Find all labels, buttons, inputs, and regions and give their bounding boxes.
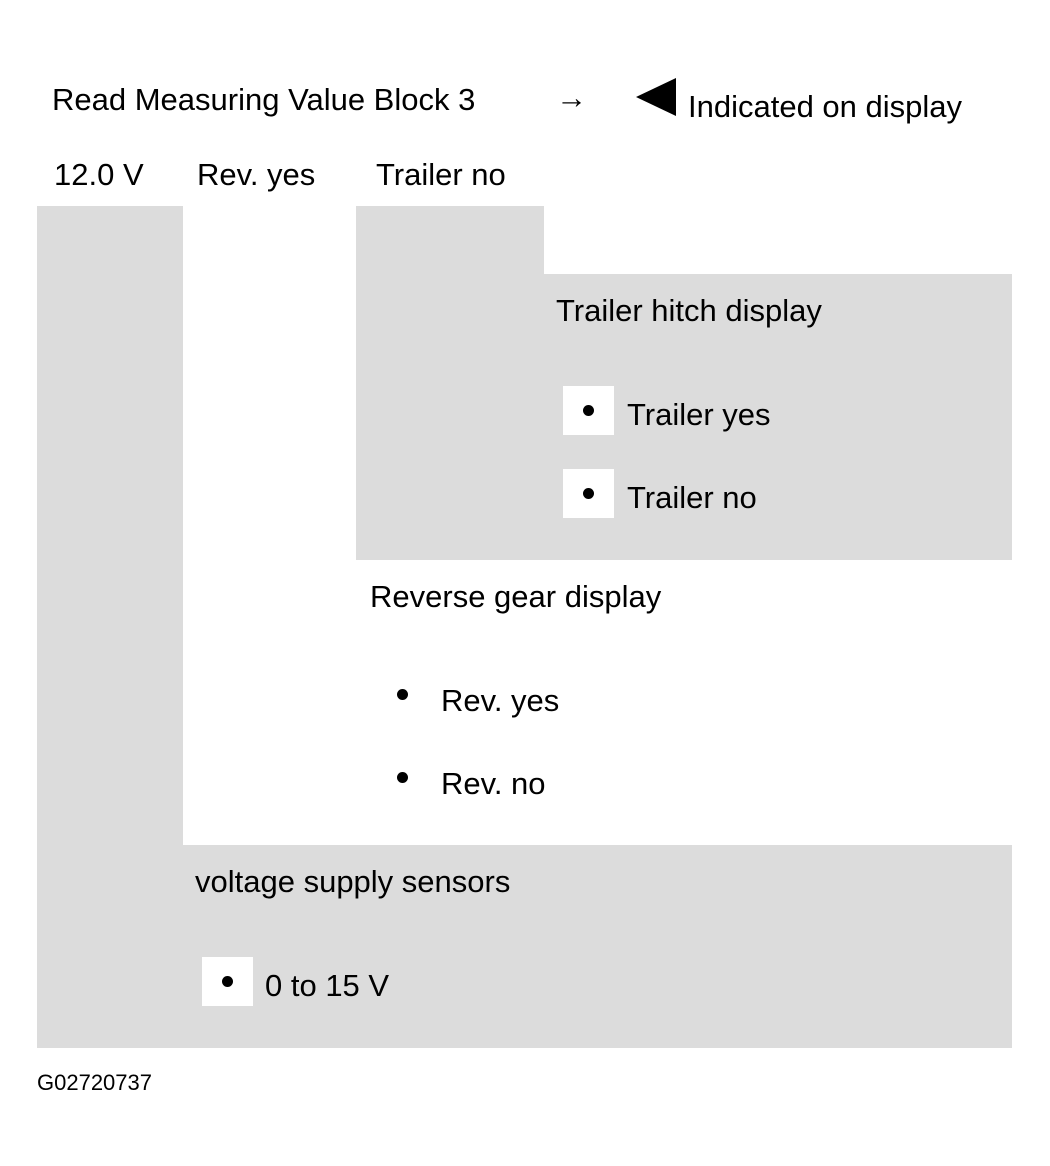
- bullet-dot-icon: [583, 405, 594, 416]
- bullet-box: [563, 469, 614, 518]
- trailer-section-panel: [356, 274, 1012, 560]
- block-label: Read Measuring Value Block 3: [52, 82, 476, 117]
- display-field-reverse: Rev. yes: [197, 157, 316, 192]
- voltage-section-title: voltage supply sensors: [195, 864, 511, 899]
- bullet-box: [202, 957, 253, 1006]
- bullet-dot-icon: [397, 689, 408, 700]
- display-field-voltage: 12.0 V: [54, 157, 144, 192]
- bullet-dot-icon: [397, 772, 408, 783]
- voltage-section-panel: [37, 845, 1012, 1048]
- arrow-right-icon: →: [556, 80, 587, 115]
- trailer-section-title: Trailer hitch display: [556, 293, 822, 328]
- trailer-item-yes: Trailer yes: [627, 397, 771, 432]
- display-field-trailer: Trailer no: [376, 157, 506, 192]
- bullet-dot-icon: [583, 488, 594, 499]
- trailer-item-no: Trailer no: [627, 480, 757, 515]
- reverse-item-no: Rev. no: [441, 766, 546, 801]
- left-pointing-triangle-icon: [636, 78, 676, 116]
- bullet-box: [563, 386, 614, 435]
- bullet-dot-icon: [222, 976, 233, 987]
- reverse-section-title: Reverse gear display: [370, 579, 662, 614]
- figure-id: G02720737: [37, 1070, 152, 1095]
- display-label: Indicated on display: [688, 89, 963, 124]
- voltage-item-range: 0 to 15 V: [265, 968, 390, 1003]
- reverse-item-yes: Rev. yes: [441, 683, 560, 718]
